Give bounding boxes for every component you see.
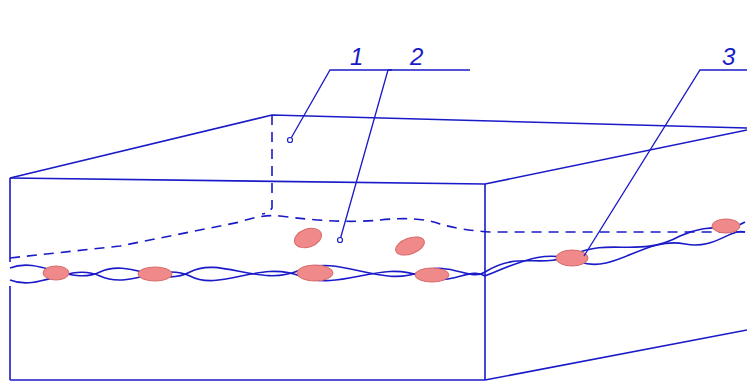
hidden-contact-line bbox=[10, 216, 745, 258]
leader-line bbox=[584, 70, 747, 256]
contact-spot bbox=[393, 233, 427, 258]
contact-spot bbox=[556, 250, 588, 266]
lower-side-bottom-edge bbox=[485, 330, 747, 380]
callout-number: 2 bbox=[410, 45, 423, 69]
contact-spot bbox=[138, 267, 172, 281]
contact-spot bbox=[712, 219, 740, 233]
callout-number: 3 bbox=[722, 45, 735, 69]
lower-left-edge bbox=[9, 286, 11, 380]
upper-left-edge bbox=[9, 178, 11, 262]
lower-side-profile bbox=[485, 232, 745, 276]
callout-number: 1 bbox=[350, 45, 363, 69]
upper-top-edge bbox=[10, 115, 747, 178]
front-right-edge bbox=[484, 184, 486, 380]
hidden-edge bbox=[262, 115, 272, 214]
upper-front-top-edge bbox=[10, 130, 747, 184]
leader-line bbox=[290, 70, 392, 140]
leader-dot bbox=[288, 138, 293, 143]
contact-spot bbox=[43, 266, 69, 280]
leader-line bbox=[340, 70, 470, 240]
lower-bottom-edge bbox=[10, 379, 485, 381]
upper-side-profile bbox=[485, 222, 745, 272]
leader-dot bbox=[338, 238, 343, 243]
contact-spot bbox=[292, 225, 324, 251]
contact-spot bbox=[415, 268, 449, 282]
contact-spot bbox=[297, 265, 333, 281]
lower-contact-profile bbox=[10, 271, 485, 283]
